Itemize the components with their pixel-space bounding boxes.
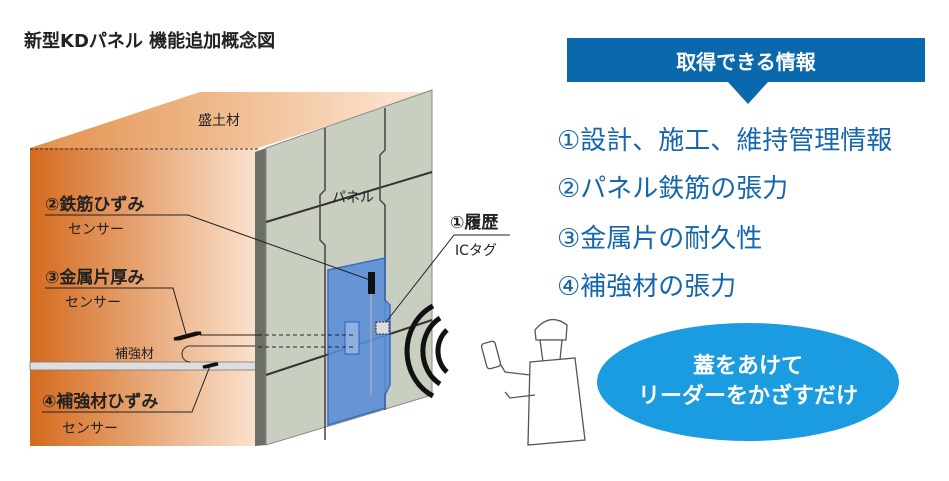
ic-tag-name: ①履歴 — [450, 213, 499, 233]
worker-with-reader-illustration — [480, 318, 586, 446]
leader-line — [45, 214, 371, 281]
metal-thickness-sensor — [173, 331, 202, 341]
sensor-3-name: ③金属片厚み — [45, 268, 145, 288]
info-item-2: ②パネル鉄筋の張力 — [557, 174, 789, 204]
reinforcement-strain-sensor — [202, 362, 219, 369]
rebar-strain-sensor — [368, 272, 375, 294]
soil-top-face — [30, 92, 432, 148]
sensor-2-type: センサー — [68, 222, 124, 238]
sensor-3-type: センサー — [65, 295, 121, 311]
sensor-4-type: センサー — [62, 421, 118, 437]
signal-waves-icon — [404, 303, 449, 399]
diagram-title: 新型KDパネル 機能追加概念図 — [24, 31, 276, 52]
panel-joint — [319, 128, 326, 440]
sensor-4-name: ④補強材ひずみ — [42, 392, 159, 412]
info-item-1: ①設計、施工、維持管理情報 — [557, 126, 893, 156]
sensor-2-name: ②鉄筋ひずみ — [45, 195, 145, 215]
callout-line-2: リーダーをかざすだけ — [637, 384, 858, 409]
soil-front-face — [30, 148, 258, 446]
callout-bubble: 蓋をあけて リーダーをかざすだけ — [597, 323, 899, 441]
access-cover — [344, 321, 360, 355]
leader-line — [42, 365, 211, 413]
panel-joint — [379, 108, 386, 410]
panel-wall-edge — [255, 148, 266, 446]
leader-line — [385, 234, 510, 323]
callout-line-1: 蓋をあけて — [692, 354, 803, 379]
reinforcement-strip — [29, 361, 259, 371]
panel-label: パネル — [332, 190, 374, 206]
soil-label: 盛土材 — [198, 113, 240, 129]
ic-tag-icon — [375, 321, 390, 335]
info-item-4: ④補強材の張力 — [557, 272, 737, 302]
down-arrow-icon — [728, 82, 768, 104]
panel-joint — [265, 171, 433, 223]
reinforcement-label: 補強材 — [115, 347, 155, 362]
ic-tag-type: ICタグ — [455, 243, 497, 259]
leader-line — [45, 287, 187, 335]
info-header: 取得できる情報 — [567, 38, 925, 82]
info-item-3: ③金属片の耐久性 — [557, 224, 763, 254]
reinforcement-loop — [181, 345, 258, 363]
